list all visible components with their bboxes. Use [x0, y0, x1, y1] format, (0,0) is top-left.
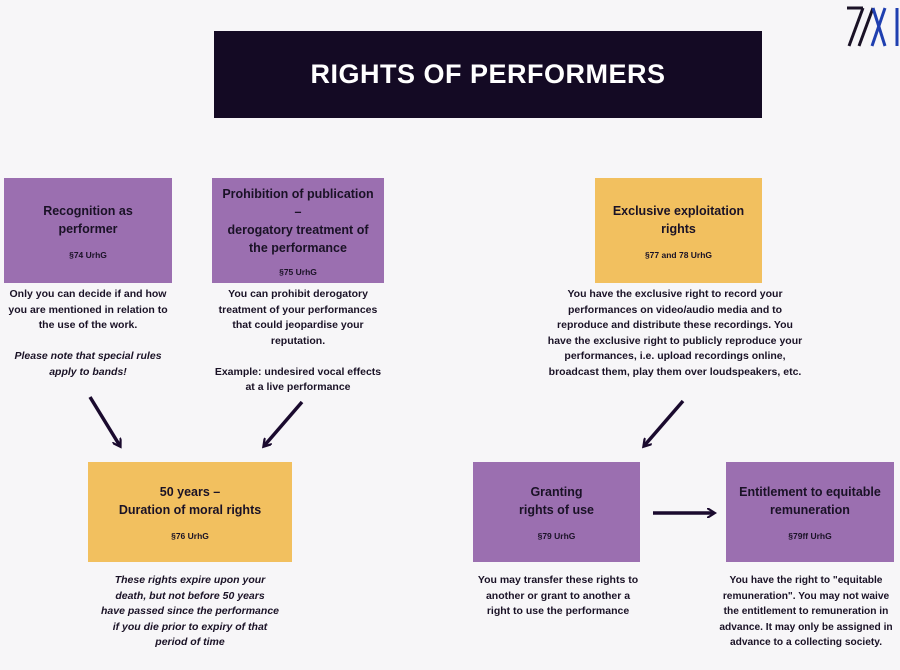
title-banner: RIGHTS OF PERFORMERS	[214, 31, 762, 118]
duration-description: These rights expire upon your death, but…	[101, 574, 279, 648]
remuneration-box: Entitlement to equitable remuneration §7…	[726, 462, 894, 562]
recognition-title: Recognition as performer	[43, 203, 133, 236]
exclusive-ref: §77 and 78 UrhG	[644, 249, 713, 260]
remuneration-description: You have the right to "equitable remuner…	[719, 575, 893, 648]
prohibition-title: Prohibition of publication – derogatory …	[222, 186, 374, 255]
recognition-description: Only you can decide if and how you are m…	[8, 288, 168, 378]
arrow-prohibition-to-duration	[264, 400, 304, 446]
exclusive-description: You have the exclusive right to record y…	[547, 288, 803, 378]
remuneration-title: Entitlement to equitable remuneration	[739, 485, 881, 517]
duration-ref: §76 UrhG	[171, 531, 209, 541]
remuneration-ref: §79ff UrhG	[788, 531, 832, 541]
arrow-recognition-to-duration	[88, 396, 120, 446]
duration-title: 50 years – Duration of moral rights	[118, 485, 262, 517]
granting-box: Granting rights of use §79 UrhG	[473, 462, 640, 562]
granting-description: You may transfer these rights to another…	[477, 574, 639, 617]
prohibition-box: Prohibition of publication – derogatory …	[212, 178, 384, 283]
exclusive-title: Exclusive exploitation rights	[612, 203, 745, 236]
granting-title: Granting rights of use	[518, 485, 594, 517]
exclusive-box: Exclusive exploitation rights §77 and 78…	[595, 178, 762, 283]
logo-icon	[847, 6, 899, 47]
prohibition-ref: §75 UrhG	[279, 266, 317, 277]
arrow-exclusive-to-granting	[644, 399, 685, 446]
prohibition-description: You can prohibit derogatory treatment of…	[214, 288, 382, 393]
recognition-ref: §74 UrhG	[69, 249, 107, 260]
granting-ref: §79 UrhG	[537, 531, 576, 541]
recognition-box: Recognition as performer §74 UrhG	[4, 178, 172, 283]
duration-box: 50 years – Duration of moral rights §76 …	[88, 462, 292, 562]
page-title: RIGHTS OF PERFORMERS	[310, 59, 666, 89]
